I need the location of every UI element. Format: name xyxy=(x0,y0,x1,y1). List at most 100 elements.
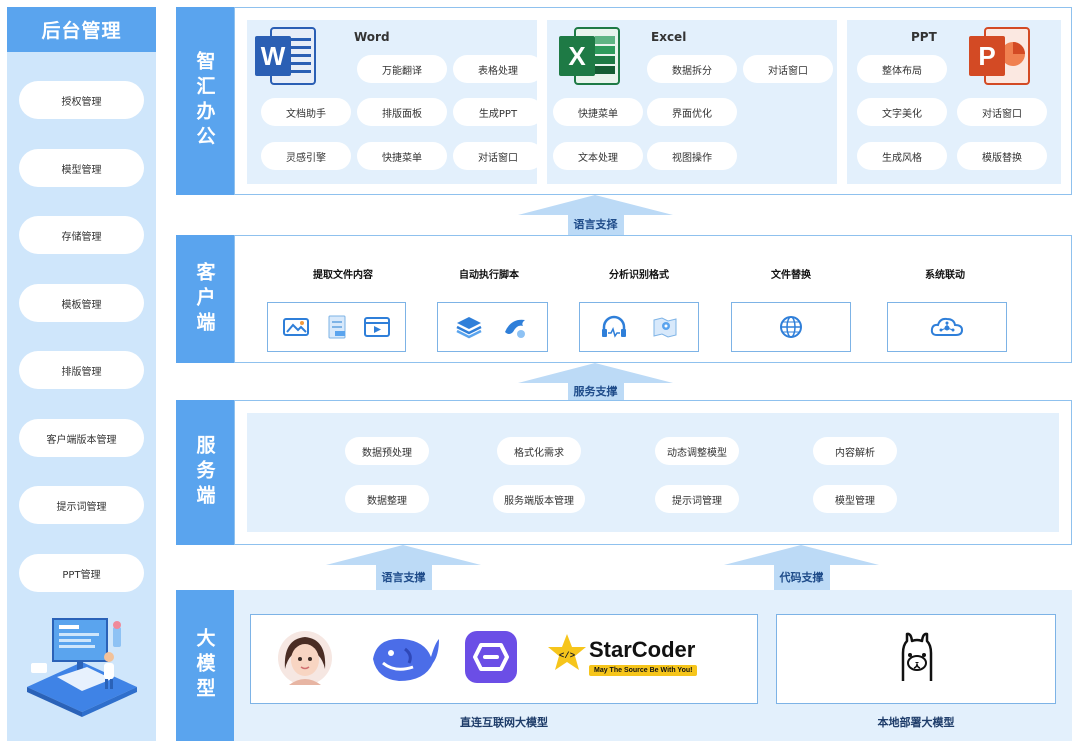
local-models-caption: 本地部署大模型 xyxy=(877,716,955,729)
server-item[interactable]: 内容解析 xyxy=(813,437,897,465)
admin-item-template[interactable]: 模板管理 xyxy=(19,284,144,322)
client-row-label: 客户端 xyxy=(176,235,234,363)
local-models-box xyxy=(776,614,1056,704)
word-item[interactable]: 万能翻译 xyxy=(357,55,447,83)
star-icon: </> xyxy=(548,634,586,670)
excel-title: Excel xyxy=(651,30,687,44)
excel-item[interactable]: 视图操作 xyxy=(647,142,737,170)
ppt-title: PPT xyxy=(911,30,937,44)
admin-panel: 后台管理 授权管理 模型管理 存储管理 模板管理 排版管理 客户端版本管理 提示… xyxy=(7,7,156,741)
ppt-item[interactable]: 整体布局 xyxy=(857,55,947,83)
excel-item[interactable]: 数据拆分 xyxy=(647,55,737,83)
online-models-caption: 直连互联网大模型 xyxy=(460,716,548,729)
feature-box-extract[interactable] xyxy=(267,302,406,352)
cloud-network-icon xyxy=(930,317,964,336)
svg-text:X: X xyxy=(568,41,586,71)
admin-title: 后台管理 xyxy=(7,7,156,52)
feature-box-script[interactable] xyxy=(437,302,548,352)
excel-item[interactable]: 对话窗口 xyxy=(743,55,833,83)
feature-title: 分析识别格式 xyxy=(609,270,669,281)
model-row: 大模型 xyxy=(176,590,1072,741)
excel-card: X Excel 数据拆分 对话窗口 快捷菜单 界面优化 文本处理 视图操作 xyxy=(547,20,837,184)
excel-item[interactable]: 快捷菜单 xyxy=(553,98,643,126)
online-models-box: </> StarCoder May The Source Be With You… xyxy=(250,614,758,704)
admin-item-client-version[interactable]: 客户端版本管理 xyxy=(19,419,144,457)
feature-box-replace[interactable] xyxy=(731,302,851,352)
admin-item-ppt[interactable]: PPT管理 xyxy=(19,554,144,592)
server-item[interactable]: 数据整理 xyxy=(345,485,429,513)
server-row-body: 数据预处理 格式化需求 动态调整模型 内容解析 数据整理 服务端版本管理 提示词… xyxy=(234,400,1072,545)
svg-text:</>: </> xyxy=(559,651,575,661)
word-logo-icon: W xyxy=(255,27,316,85)
feature-title: 提取文件内容 xyxy=(313,270,373,281)
headset-icon xyxy=(601,315,626,338)
word-item[interactable]: 灵感引擎 xyxy=(261,142,351,170)
model-row-label: 大模型 xyxy=(176,590,234,741)
excel-item[interactable]: 界面优化 xyxy=(647,98,737,126)
client-row-body: 提取文件内容 自动执行脚本 分析识别格式 文件替换 系统联动 xyxy=(234,235,1072,363)
arrow-language-support-bottom: 语言支撑 xyxy=(326,545,481,590)
client-row: 客户端 提取文件内容 自动执行脚本 分析识别格式 文件替换 系统联动 xyxy=(176,235,1072,363)
office-row-label: 智汇办公 xyxy=(176,7,234,195)
word-item[interactable]: 排版面板 xyxy=(357,98,447,126)
arrow-head-icon xyxy=(724,545,879,565)
arrow-head-icon xyxy=(518,195,673,215)
server-row: 服务端 数据预处理 格式化需求 动态调整模型 内容解析 数据整理 服务端版本管理… xyxy=(176,400,1072,545)
ppt-item[interactable]: 对话窗口 xyxy=(957,98,1047,126)
word-title: Word xyxy=(354,30,390,44)
globe-icon xyxy=(780,316,802,338)
server-item[interactable]: 模型管理 xyxy=(813,485,897,513)
arrow-code-support: 代码支撑 xyxy=(724,545,879,590)
word-card: W Word 万能翻译 表格处理 文档助手 排版面板 生成PPT 灵感引擎 快捷… xyxy=(247,20,543,184)
server-item[interactable]: 提示词管理 xyxy=(655,485,739,513)
model-row-body: </> StarCoder May The Source Be With You… xyxy=(234,590,1072,741)
whale-icon xyxy=(373,638,439,681)
dolphin-icon xyxy=(504,319,525,338)
app-icon xyxy=(465,631,517,683)
feature-box-linkage[interactable] xyxy=(887,302,1007,352)
server-row-label: 服务端 xyxy=(176,400,234,545)
starcoder-name: StarCoder xyxy=(589,637,696,662)
arrow-language-support-top: 语言支择 xyxy=(518,195,673,235)
word-item[interactable]: 对话窗口 xyxy=(453,142,543,170)
document-icon xyxy=(328,315,346,339)
arrow-service-support: 服务支撑 xyxy=(518,363,673,400)
admin-item-auth[interactable]: 授权管理 xyxy=(19,81,144,119)
feature-title: 文件替换 xyxy=(771,270,811,281)
image-icon xyxy=(283,318,310,336)
word-item[interactable]: 快捷菜单 xyxy=(357,142,447,170)
office-row-body: W Word 万能翻译 表格处理 文档助手 排版面板 生成PPT 灵感引擎 快捷… xyxy=(234,7,1072,195)
server-item[interactable]: 数据预处理 xyxy=(345,437,429,465)
server-item[interactable]: 服务端版本管理 xyxy=(493,485,585,513)
server-inner-panel: 数据预处理 格式化需求 动态调整模型 内容解析 数据整理 服务端版本管理 提示词… xyxy=(247,413,1059,532)
avatar-icon xyxy=(278,631,332,685)
word-item[interactable]: 生成PPT xyxy=(453,98,543,126)
arrow-label: 代码支撑 xyxy=(773,563,830,590)
arrow-head-icon xyxy=(518,363,673,383)
admin-item-model[interactable]: 模型管理 xyxy=(19,149,144,187)
arrow-label: 服务支撑 xyxy=(567,381,624,400)
ppt-item[interactable]: 生成风格 xyxy=(857,142,947,170)
word-item[interactable]: 表格处理 xyxy=(453,55,543,83)
llama-icon xyxy=(901,632,933,681)
excel-item[interactable]: 文本处理 xyxy=(553,142,643,170)
svg-text:P: P xyxy=(978,41,995,71)
layers-icon xyxy=(456,317,482,339)
word-item[interactable]: 文档助手 xyxy=(261,98,351,126)
feature-box-analyze[interactable] xyxy=(579,302,699,352)
video-icon xyxy=(363,317,390,337)
starcoder-tagline: May The Source Be With You! xyxy=(589,665,698,676)
server-item[interactable]: 动态调整模型 xyxy=(655,437,739,465)
excel-logo-icon: X xyxy=(559,27,620,85)
admin-item-layout[interactable]: 排版管理 xyxy=(19,351,144,389)
starcoder-logo: </> StarCoder May The Source Be With You… xyxy=(547,633,717,683)
server-item[interactable]: 格式化需求 xyxy=(497,437,581,465)
map-icon xyxy=(653,317,676,338)
ppt-item[interactable]: 模版替换 xyxy=(957,142,1047,170)
ppt-card: PPT P 整体布局 文字美化 对话窗口 生成风格 模版替换 xyxy=(847,20,1061,184)
feature-title: 系统联动 xyxy=(925,270,965,281)
admin-item-prompt[interactable]: 提示词管理 xyxy=(19,486,144,524)
arrow-head-icon xyxy=(326,545,481,565)
admin-item-storage[interactable]: 存储管理 xyxy=(19,216,144,254)
ppt-item[interactable]: 文字美化 xyxy=(857,98,947,126)
